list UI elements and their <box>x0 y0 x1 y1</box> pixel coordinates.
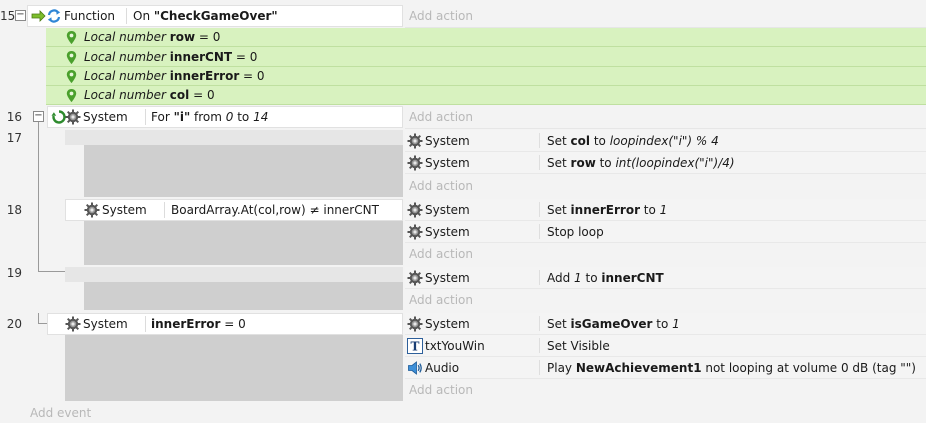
system-gear-icon <box>407 270 423 286</box>
local-variable-pin-icon <box>64 88 79 103</box>
system-gear-icon <box>407 316 423 332</box>
action-object: Audio <box>425 361 460 375</box>
local-var-col: Local number col = 0 <box>84 88 215 102</box>
for-loop-condition[interactable]: For "i" from 0 to 14 <box>151 110 269 124</box>
function-object-label: Function <box>64 9 116 23</box>
tree-line <box>38 271 65 272</box>
event18-condition: BoardArray.At(col,row) ≠ innerCNT <box>171 203 379 217</box>
action-object: System <box>425 156 470 170</box>
system-gear-icon <box>65 109 81 125</box>
function-condition[interactable]: On "CheckGameOver" <box>133 5 278 27</box>
action-description: Add 1 to innerCNT <box>547 271 664 285</box>
tree-line <box>38 313 39 324</box>
action-description: Stop loop <box>547 225 604 239</box>
function-name: "CheckGameOver" <box>153 9 278 23</box>
add-event-link[interactable]: Add event <box>30 406 92 420</box>
local-variable-pin-icon <box>64 50 79 65</box>
local-var-innerCNT: Local number innerCNT = 0 <box>84 50 258 64</box>
function-cycle-icon <box>46 8 62 24</box>
sub-event-17-condition[interactable] <box>65 130 403 145</box>
system-gear-icon <box>407 224 423 240</box>
local-var-innerError: Local number innerError = 0 <box>84 69 265 83</box>
row-divider <box>405 27 926 28</box>
action-object: System <box>425 271 470 285</box>
local-variable-pin-icon <box>64 69 79 84</box>
add-action-16[interactable]: Add action <box>409 110 473 124</box>
line-number-18: 18 <box>6 203 22 217</box>
action-object: System <box>425 317 470 331</box>
line-number-19: 19 <box>6 266 22 280</box>
action-row-19-1[interactable] <box>405 267 926 289</box>
action-description: Set innerError to 1 <box>547 203 668 217</box>
audio-speaker-icon <box>407 360 423 376</box>
action-description: Set row to int(loopindex("i")/4) <box>547 156 735 170</box>
add-action-17[interactable]: Add action <box>409 179 473 193</box>
action-row-17-2[interactable] <box>405 152 926 174</box>
for-loop-event-block[interactable] <box>47 106 403 128</box>
action-row-18-2[interactable] <box>405 221 926 243</box>
function-arrow-icon <box>31 8 47 24</box>
sub-event-19-condition[interactable] <box>65 267 403 282</box>
condition-prefix: On <box>133 9 154 23</box>
line-number-16: 16 <box>6 110 22 124</box>
system-gear-icon <box>407 133 423 149</box>
event20-object-label: System <box>83 317 128 331</box>
action-object: txtYouWin <box>425 339 485 353</box>
action-description: Set isGameOver to 1 <box>547 317 680 331</box>
action-description: Play NewAchievement1 not looping at volu… <box>547 361 916 375</box>
local-var-row: Local number row = 0 <box>84 30 221 44</box>
collapse-toggle-15[interactable]: − <box>15 9 26 21</box>
local-var-row-innerError[interactable] <box>46 67 926 86</box>
local-var-row-row[interactable] <box>46 28 926 47</box>
action-row-20-1[interactable] <box>405 313 926 335</box>
line-number-17: 17 <box>6 131 22 145</box>
event18-object-label: System <box>102 203 147 217</box>
tree-line <box>38 323 48 324</box>
event20-condition: innerError = 0 <box>151 317 246 331</box>
condition-separator <box>145 316 146 332</box>
system-gear-icon <box>84 202 100 218</box>
action-row-17-1[interactable] <box>405 130 926 152</box>
system-gear-icon <box>65 316 81 332</box>
tree-line <box>38 122 39 272</box>
action-description: Set col to loopindex("i") % 4 <box>547 134 719 148</box>
action-row-20-2[interactable] <box>405 335 926 357</box>
line-number-15: 15 <box>0 9 16 23</box>
action-object: System <box>425 203 470 217</box>
function-event-block[interactable] <box>27 5 403 27</box>
for-loop-object-label: System <box>83 110 128 124</box>
action-object: System <box>425 134 470 148</box>
local-var-row-innerCNT[interactable] <box>46 47 926 67</box>
local-var-row-col[interactable] <box>46 86 926 105</box>
collapse-toggle-16[interactable]: − <box>33 110 44 122</box>
event-20-body <box>65 335 403 401</box>
add-action-18[interactable]: Add action <box>409 247 473 261</box>
sub-event-19-body <box>84 282 403 310</box>
condition-separator <box>126 8 127 24</box>
event-20-condition[interactable] <box>47 313 403 335</box>
add-action-20[interactable]: Add action <box>409 383 473 397</box>
text-object-icon <box>407 338 423 354</box>
line-number-20: 20 <box>6 317 22 331</box>
row-divider <box>405 128 926 129</box>
action-row-20-3[interactable] <box>405 357 926 379</box>
add-action-19[interactable]: Add action <box>409 293 473 307</box>
sub-event-18-condition[interactable] <box>65 199 403 221</box>
system-gear-icon <box>407 202 423 218</box>
system-gear-icon <box>407 155 423 171</box>
sub-event-18-body <box>84 221 403 265</box>
action-description: Set Visible <box>547 339 610 353</box>
add-action-15[interactable]: Add action <box>409 9 473 23</box>
sub-event-17-body <box>84 145 403 197</box>
action-row-18-1[interactable] <box>405 199 926 221</box>
condition-separator <box>145 109 146 125</box>
local-variable-pin-icon <box>64 30 79 45</box>
action-object: System <box>425 225 470 239</box>
condition-separator <box>164 202 165 218</box>
